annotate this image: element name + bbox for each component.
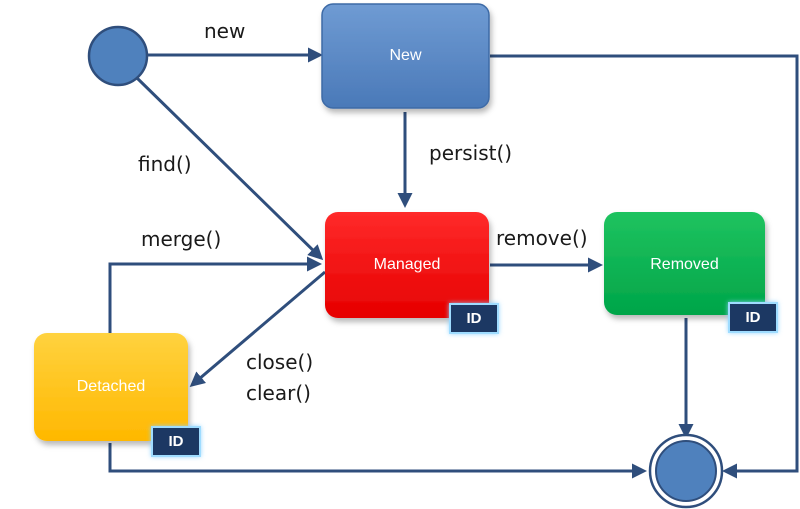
edge-label-remove: remove() [496, 226, 588, 250]
id-badge-managed-label: ID [467, 310, 482, 327]
state-detached: Detached [34, 333, 188, 441]
edge-label-find: find() [138, 152, 192, 176]
id-badge-detached-label: ID [169, 433, 184, 450]
edge-merge [108, 256, 322, 336]
id-badge-removed-label: ID [746, 309, 761, 326]
edge-close-clear [189, 270, 326, 387]
edge-label-merge: merge() [141, 227, 221, 251]
state-managed-label: Managed [374, 256, 441, 273]
edge-label-clear: clear() [246, 381, 311, 405]
edge-label-persist: persist() [429, 141, 512, 165]
final-node [648, 433, 724, 509]
state-new-label: New [389, 47, 421, 64]
edge-label-close: close() [246, 350, 313, 374]
edge-new-to-final [490, 54, 799, 479]
id-badge-managed: ID [449, 303, 499, 334]
edge-label-new: new [204, 19, 245, 43]
state-detached-label: Detached [77, 378, 146, 395]
state-removed: Removed [604, 212, 765, 315]
id-badge-removed: ID [728, 302, 778, 333]
state-new: New [321, 3, 490, 109]
edge-detached-to-final [108, 443, 647, 479]
state-removed-label: Removed [650, 256, 718, 273]
edge-find [135, 76, 324, 261]
id-badge-detached: ID [151, 426, 201, 457]
state-managed: Managed [325, 212, 489, 318]
initial-node [87, 25, 149, 87]
